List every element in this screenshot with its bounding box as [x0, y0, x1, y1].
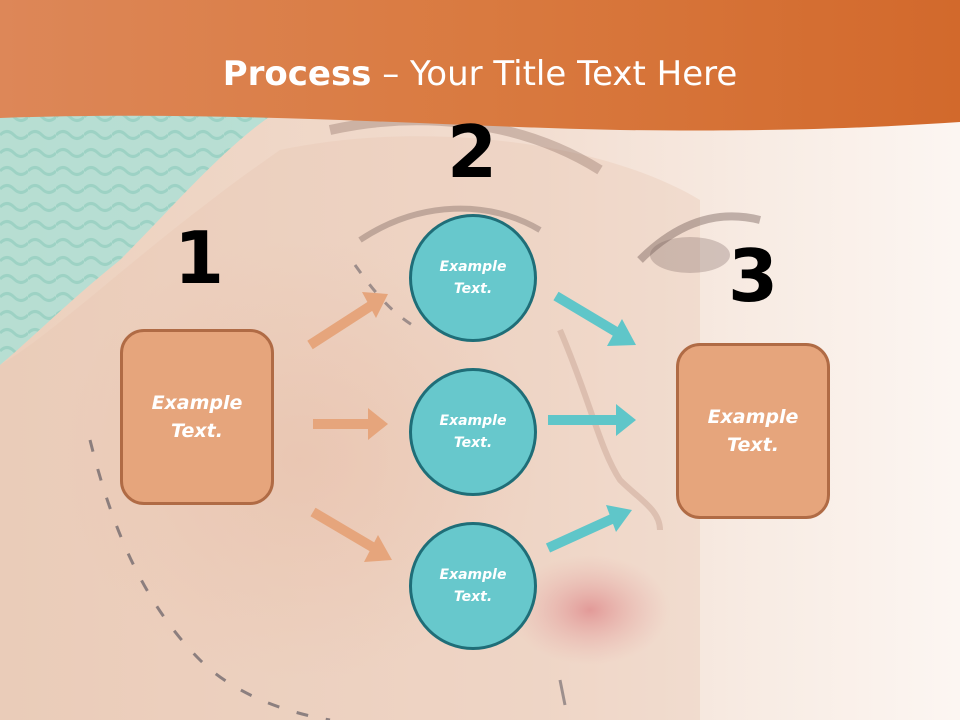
slide-title: Process – Your Title Text Here: [0, 52, 960, 96]
title-rest: – Your Title Text Here: [371, 54, 738, 94]
process-circle-top[interactable]: Example Text.: [409, 214, 537, 342]
process-circle-middle[interactable]: Example Text.: [409, 368, 537, 496]
left-process-box[interactable]: Example Text.: [120, 329, 274, 505]
process-circle-bottom[interactable]: Example Text.: [409, 522, 537, 650]
circle-top-text: Example Text.: [439, 259, 507, 297]
circle-bottom-text: Example Text.: [439, 567, 507, 605]
left-box-text: Example Text.: [151, 392, 243, 442]
title-strong: Process: [222, 54, 372, 94]
step-number-2: 2: [446, 110, 498, 194]
step-number-3: 3: [727, 234, 779, 318]
circle-middle-text: Example Text.: [439, 413, 507, 451]
right-process-box[interactable]: Example Text.: [676, 343, 830, 519]
step-number-1: 1: [173, 216, 225, 300]
right-box-text: Example Text.: [707, 406, 799, 456]
